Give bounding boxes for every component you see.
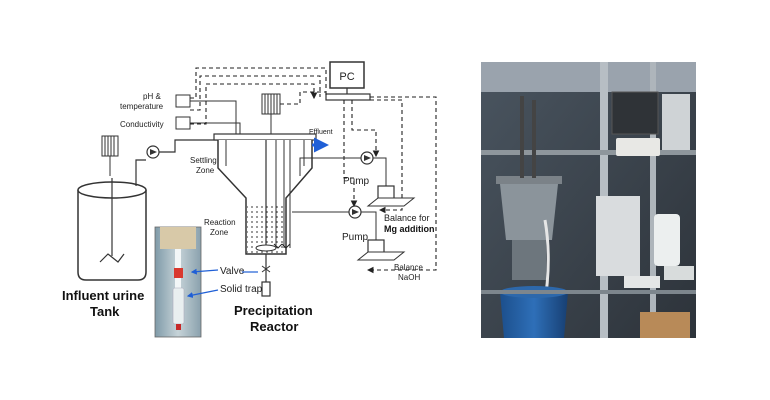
- photo-balance-2: [664, 266, 694, 280]
- balance-naoh-label-1: Balance: [394, 263, 423, 272]
- pump-upper-label: Pump: [343, 176, 370, 187]
- photo-box: [640, 312, 690, 338]
- photo-pc-tower: [662, 94, 690, 150]
- tank-heat-exchanger-icon: [101, 135, 119, 176]
- photo-naoh-bottle: [654, 214, 680, 266]
- precipitation-reactor: [213, 133, 317, 297]
- dosing-units: [292, 151, 416, 261]
- balance-naoh-label-2: NaOH: [398, 273, 420, 282]
- balance-mg-label-1: Balance for: [384, 213, 430, 223]
- control-signal-lines: [190, 67, 437, 274]
- ph-label-line1: pH &: [143, 92, 161, 101]
- conductivity-label: Conductivity: [120, 120, 164, 129]
- valve-pointer: [190, 268, 219, 275]
- photo-balance-1: [624, 276, 660, 288]
- ph-label-line2: temperature: [120, 102, 164, 111]
- lab-setup-photo: [481, 62, 696, 338]
- tank-title-line1: Influent urine: [62, 288, 144, 303]
- reactor-title-line1: Precipitation: [234, 303, 313, 318]
- photo-keyboard: [616, 138, 660, 156]
- pump-lower-label: Pump: [342, 232, 369, 243]
- balance-mg-label-2: Mg addition: [384, 224, 435, 234]
- tank-title-line2: Tank: [90, 304, 120, 319]
- settling-zone-label-1: Settling: [190, 156, 217, 165]
- valve-solid-trap-photo: [154, 226, 202, 338]
- reaction-zone-label-2: Zone: [210, 228, 229, 237]
- photo-reactor-lid: [496, 176, 562, 184]
- influent-tank: [77, 178, 147, 281]
- photo-pump-unit: [596, 196, 640, 276]
- photo-reactor-vessel: [500, 184, 558, 240]
- photo-monitor: [611, 91, 659, 135]
- photo-blue-bucket: [500, 292, 568, 338]
- pc-label: PC: [339, 71, 354, 83]
- solid-trap-label: Solid trap: [220, 284, 263, 295]
- solid-trap-pointer: [186, 289, 219, 299]
- reaction-zone-label-1: Reaction: [204, 218, 236, 227]
- settling-zone-label-2: Zone: [196, 166, 215, 175]
- solid-trap-symbol: [261, 281, 271, 297]
- valve-label: Valve: [220, 266, 245, 277]
- effluent-label: Effluent: [309, 129, 333, 136]
- sensor-boxes: [175, 93, 281, 134]
- valve-symbol-icon: [261, 265, 271, 273]
- mg-balance-plate: [366, 197, 416, 207]
- naoh-balance-plate: [356, 251, 406, 261]
- reactor-title-line2: Reactor: [250, 319, 298, 334]
